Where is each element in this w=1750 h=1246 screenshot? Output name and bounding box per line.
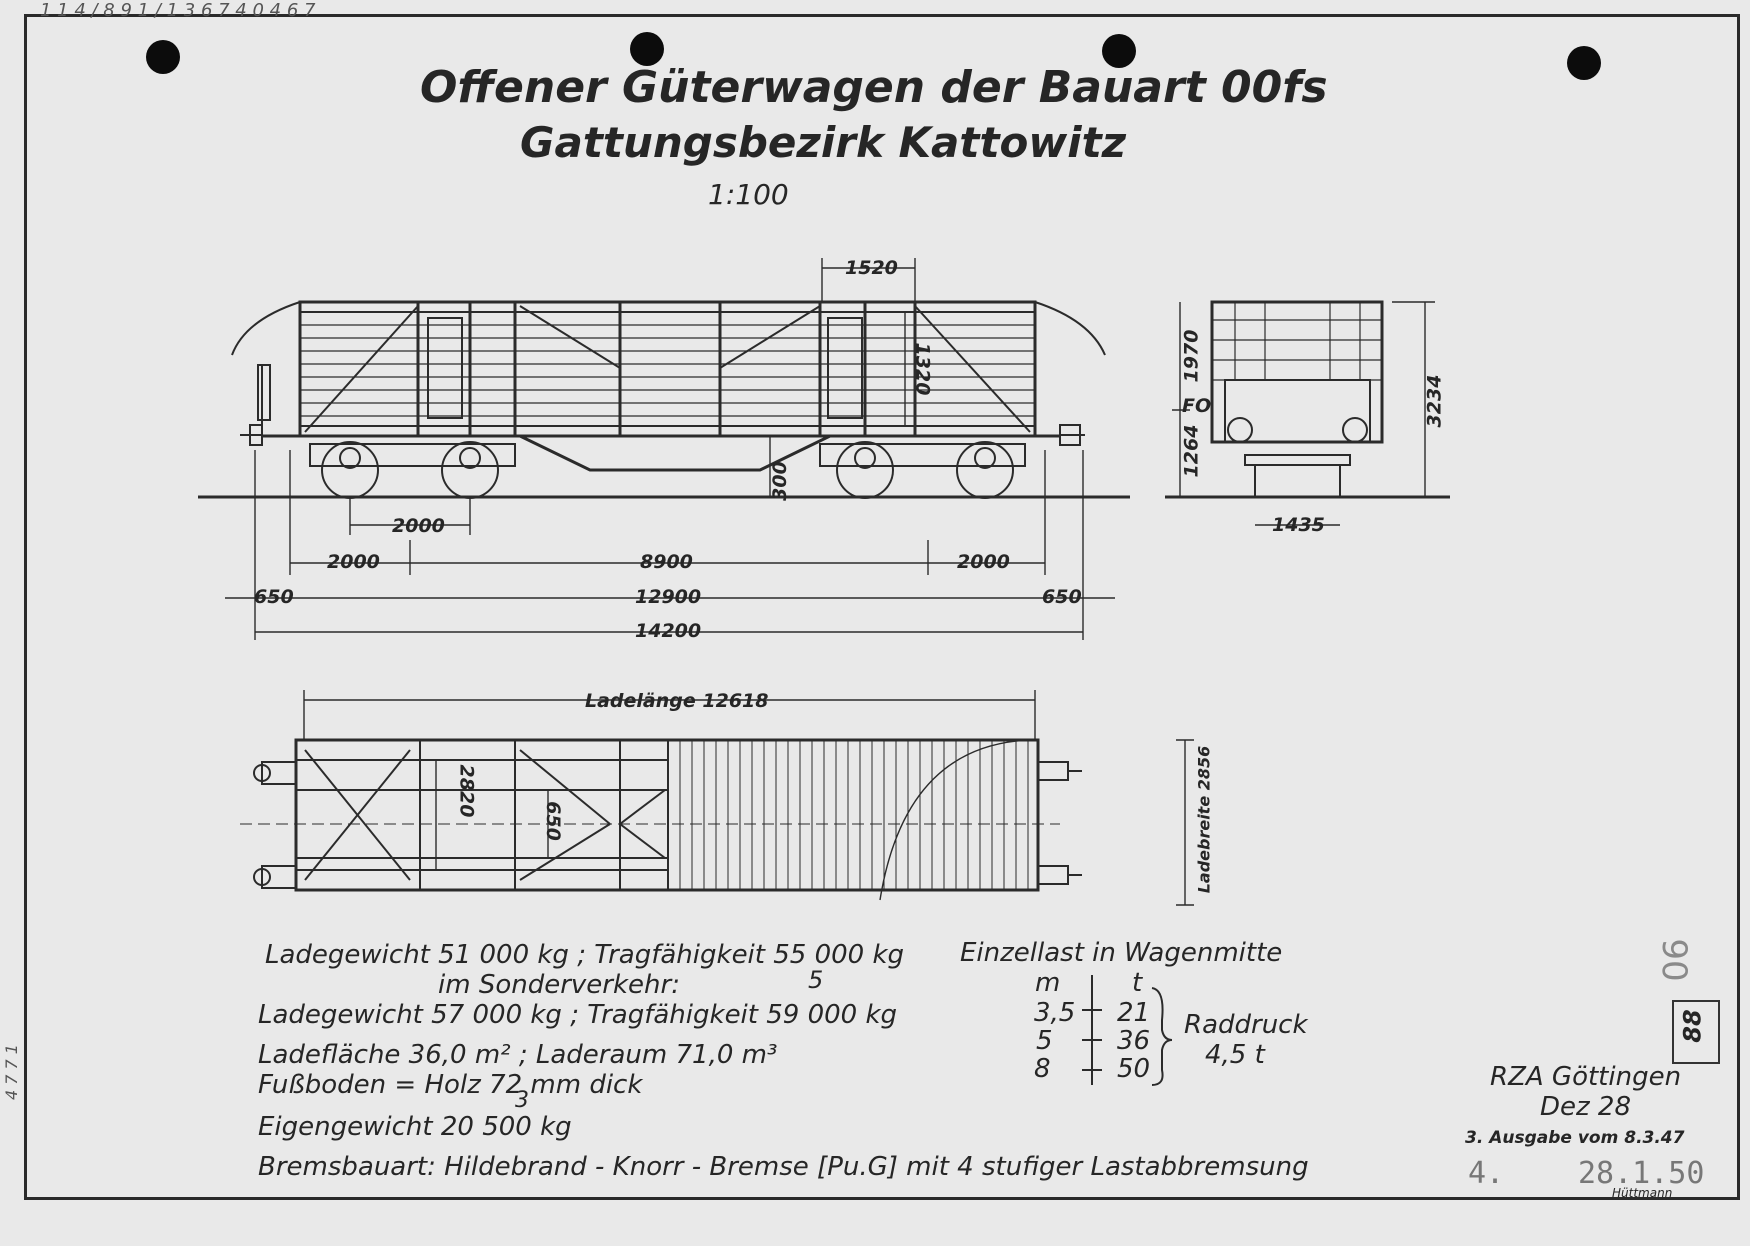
raddruck-label: Raddruck [1184, 1010, 1308, 1040]
load-table-col-t: t [1132, 968, 1143, 998]
box-stamp [1672, 1000, 1720, 1064]
drawing-frame [24, 14, 1740, 1200]
load-row-m: 3,5 [1034, 998, 1076, 1028]
load-table-title: Einzellast in Wagenmitte [960, 938, 1283, 968]
office-name: RZA Göttingen [1490, 1062, 1682, 1092]
spec-load-area: Ladefläche 36,0 m² ; Laderaum 71,0 m³ [258, 1040, 778, 1070]
box-stamp-number: 88 [1678, 1009, 1707, 1043]
signature: Hüttmann [1612, 1186, 1673, 1200]
spec-floor: Fußboden = Holz 72 mm dick [258, 1070, 643, 1100]
raddruck-value: 4,5 t [1205, 1040, 1265, 1070]
punch-hole [630, 32, 664, 66]
spec-special-traffic-note: 5 [808, 966, 824, 994]
dim-3234: 3234 [1423, 374, 1446, 428]
dim-8900: 8900 [640, 551, 693, 573]
side-view [198, 258, 1130, 640]
dim-ladelaenge: Ladelänge 12618 [585, 690, 769, 712]
dim-650-left: 650 [254, 586, 294, 608]
dim-1520: 1520 [845, 257, 898, 279]
load-row-m: 8 [1034, 1054, 1051, 1084]
drawing-scale: 1:100 [708, 178, 789, 211]
dim-1320: 1320 [911, 342, 934, 396]
dim-2000-right: 2000 [957, 551, 1010, 573]
office-ref: Dez 28 [1540, 1092, 1632, 1122]
load-table-lines [1082, 975, 1173, 1086]
spec-brake: Bremsbauart: Hildebrand - Knorr - Bremse… [258, 1152, 1309, 1182]
dim-2820: 2820 [455, 764, 478, 818]
dim-1970: 1970 [1180, 329, 1203, 383]
edition-note: 3. Ausgabe vom 8.3.47 [1465, 1128, 1685, 1148]
side-number: 06 [1656, 938, 1697, 982]
punch-hole [1102, 34, 1136, 68]
header-scribble: 1 1 4 / 8 9 1 / 1 3 6 7 4 0 4 6 7 [40, 0, 316, 21]
spec-special-traffic: im Sonderverkehr: [438, 970, 680, 1000]
spec-load-weight-special: Ladegewicht 57 000 kg ; Tragfähigkeit 59… [258, 1000, 898, 1030]
dim-14200: 14200 [635, 620, 702, 642]
dim-2000-left: 2000 [327, 551, 380, 573]
load-row-t: 50 [1117, 1054, 1151, 1084]
dim-ladebreite: Ladebreite 2856 [1194, 745, 1214, 894]
load-row-t: 36 [1117, 1026, 1151, 1056]
dim-12900: 12900 [635, 586, 702, 608]
dim-650-plan: 650 [541, 801, 564, 841]
dim-1264: 1264 [1180, 424, 1203, 478]
spec-tare-weight: Eigengewicht 20 500 kg [258, 1112, 572, 1142]
dim-300: 300 [768, 461, 791, 501]
plan-view [240, 690, 1194, 906]
dim-2000-bogie: 2000 [392, 515, 445, 537]
end-view [1165, 300, 1450, 526]
load-row-m: 5 [1036, 1026, 1053, 1056]
spec-tare-note: 3 [515, 1088, 529, 1113]
load-row-t: 21 [1117, 998, 1151, 1028]
dim-fo: FO [1182, 395, 1212, 417]
drawing-title: Offener Güterwagen der Bauart 00fs [420, 62, 1328, 113]
punch-hole [1567, 46, 1601, 80]
dim-1435: 1435 [1272, 514, 1325, 536]
load-table-col-m: m [1035, 968, 1061, 998]
bogie [819, 441, 1026, 499]
spec-load-weight: Ladegewicht 51 000 kg ; Tragfähigkeit 55… [265, 940, 905, 970]
dim-650-right: 650 [1042, 586, 1082, 608]
drawing-subtitle: Gattungsbezirk Kattowitz [520, 118, 1127, 167]
stamp-date: 28.1.50 [1578, 1156, 1705, 1191]
stamp-number: 4. [1468, 1156, 1505, 1191]
bogie [309, 441, 516, 499]
punch-hole [146, 40, 180, 74]
